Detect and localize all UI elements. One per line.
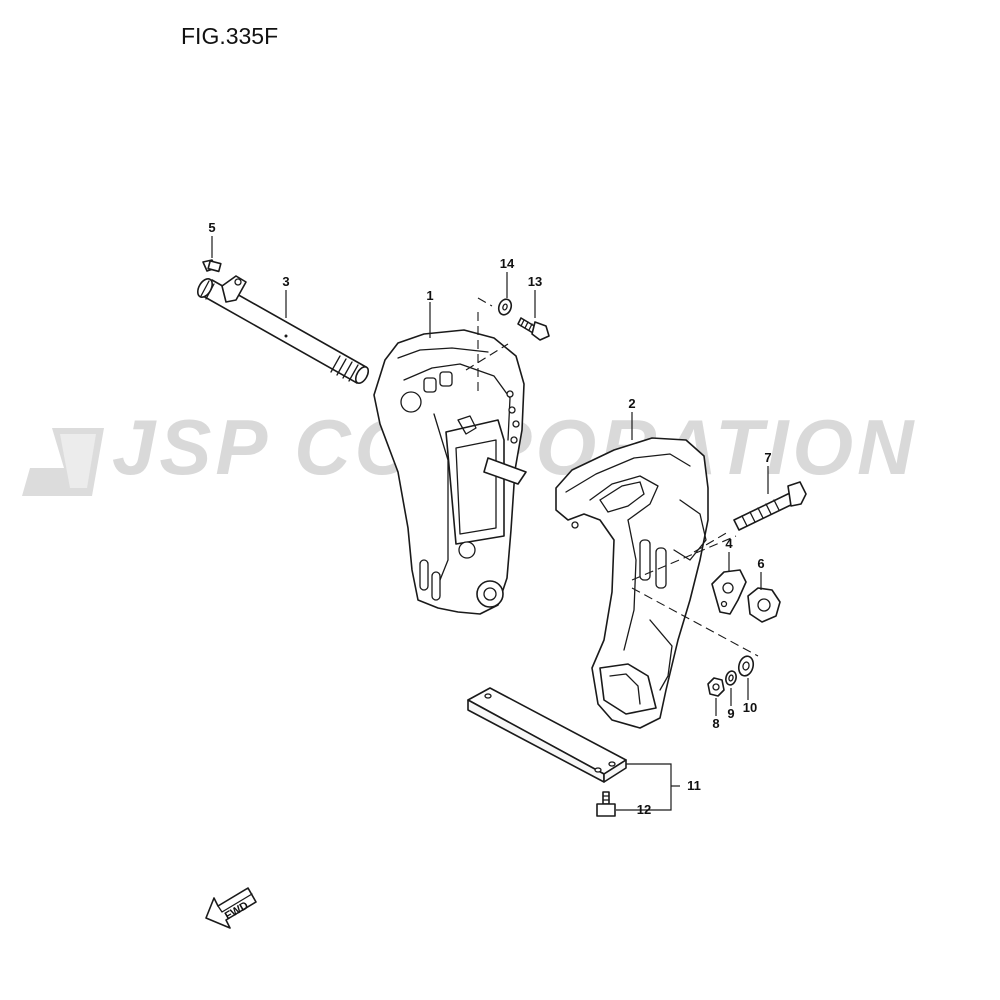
- part-9-washer: [725, 670, 737, 686]
- part-3-shaft: [196, 275, 370, 384]
- callout-14: 14: [500, 256, 515, 271]
- callout-9: 9: [727, 706, 734, 721]
- assembly-lines: [465, 297, 759, 657]
- callout-10: 10: [743, 700, 757, 715]
- part-12-bolt: [596, 791, 616, 817]
- part-8-nut: [707, 677, 725, 697]
- callout-13: 13: [528, 274, 542, 289]
- jsp-logo-icon: [22, 428, 104, 496]
- callout-3: 3: [282, 274, 289, 289]
- callout-4: 4: [725, 536, 733, 551]
- forward-arrow-icon: FWD: [205, 887, 257, 929]
- part-11-plate: [467, 687, 627, 783]
- leader-lines: [211, 236, 769, 811]
- part-5-bolt: [202, 259, 222, 273]
- part-6-nut: [747, 587, 781, 623]
- callout-1: 1: [426, 288, 433, 303]
- part-14-washer: [497, 298, 513, 316]
- figure-title: FIG.335F: [181, 23, 278, 49]
- callout-12: 12: [637, 802, 651, 817]
- callout-8: 8: [712, 716, 719, 731]
- callout-7: 7: [764, 450, 771, 465]
- callout-11: 11: [687, 778, 701, 793]
- part-1-clamp-bracket: [373, 329, 527, 615]
- part-10-washer: [737, 655, 755, 677]
- callout-5: 5: [208, 220, 215, 235]
- callout-6: 6: [757, 556, 764, 571]
- part-7-bolt: [733, 481, 807, 531]
- callout-2: 2: [628, 396, 635, 411]
- part-2-clamp-bracket: [555, 437, 709, 729]
- part-4-plate: [711, 569, 747, 615]
- callout-labels: 1 2 3 4 5 6 7 8 9 10 11 12 13 14: [208, 220, 771, 817]
- part-13-bolt: [517, 317, 550, 341]
